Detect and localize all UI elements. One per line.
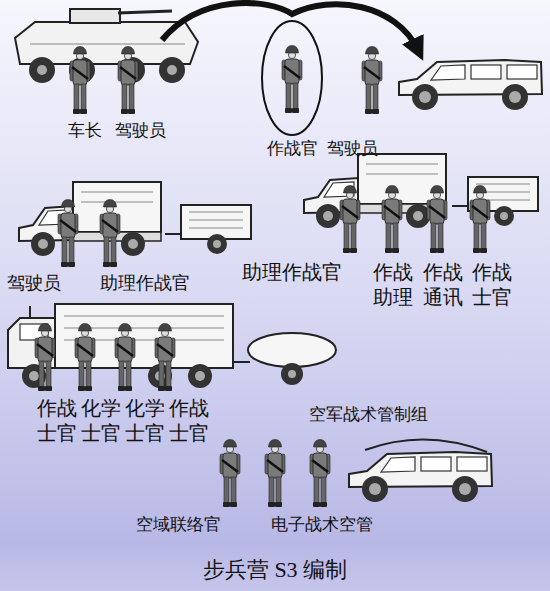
role-column-label: 作战士官 xyxy=(471,260,513,310)
transfer-arrow xyxy=(162,3,418,50)
role-label: 驾驶员 xyxy=(115,120,166,140)
soldier xyxy=(58,200,78,268)
trailer xyxy=(452,177,538,226)
water-trailer xyxy=(234,333,336,385)
role-label: 空域联络官 xyxy=(136,514,221,534)
role-label: 驾驶员 xyxy=(327,138,378,158)
role-label: 助理作战官 xyxy=(100,272,190,294)
highlight-ellipse xyxy=(262,21,322,135)
role-column-label: 化学士官 xyxy=(80,396,122,446)
caption: 步兵营 S3 编制 xyxy=(203,557,347,583)
role-column-label: 作战通讯 xyxy=(422,260,464,310)
role-label: 电子战术空管 xyxy=(271,514,373,534)
role-label: 车长 xyxy=(68,120,102,140)
soldier xyxy=(265,440,285,508)
soldier xyxy=(340,186,360,254)
soldier xyxy=(115,324,135,392)
soldier xyxy=(155,324,175,392)
soldier xyxy=(310,440,330,508)
armored-vehicle xyxy=(15,9,198,83)
soldier xyxy=(282,46,302,114)
role-column-label: 作战士官 xyxy=(36,396,78,446)
soldier xyxy=(75,324,95,392)
soldier xyxy=(470,186,490,254)
shelter-humvee xyxy=(304,154,446,228)
humvee xyxy=(349,452,492,502)
role-column-label: 作战助理 xyxy=(372,260,414,310)
role-label: 作战官 xyxy=(267,138,318,158)
humvee xyxy=(399,60,542,110)
role-label: 空军战术管制组 xyxy=(309,404,428,424)
soldier xyxy=(100,200,120,268)
soldier xyxy=(220,440,240,508)
soldier xyxy=(118,47,138,115)
role-label: 助理作战官 xyxy=(242,260,342,284)
shelter-humvee xyxy=(19,182,161,256)
role-column-label: 作战士官 xyxy=(168,396,210,446)
soldier xyxy=(382,186,402,254)
soldier xyxy=(362,47,382,115)
trailer xyxy=(165,205,251,254)
role-label: 驾驶员 xyxy=(7,272,61,294)
role-column-label: 化学士官 xyxy=(124,396,166,446)
soldier xyxy=(70,47,90,115)
soldier xyxy=(35,324,55,392)
antenna-arc xyxy=(365,439,487,452)
soldier xyxy=(427,186,447,254)
